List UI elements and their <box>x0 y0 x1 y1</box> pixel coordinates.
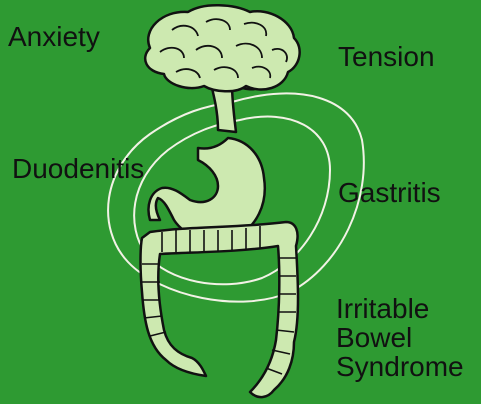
label-ibs-line1: Irritable <box>336 294 464 323</box>
label-ibs-line3: Syndrome <box>336 352 464 381</box>
label-gastritis: Gastritis <box>338 178 441 208</box>
label-tension: Tension <box>338 42 435 72</box>
label-anxiety: Anxiety <box>8 22 100 52</box>
label-duodenitis: Duodenitis <box>12 154 144 184</box>
label-irritable-bowel-syndrome: Irritable Bowel Syndrome <box>336 294 464 381</box>
label-ibs-line2: Bowel <box>336 323 464 352</box>
